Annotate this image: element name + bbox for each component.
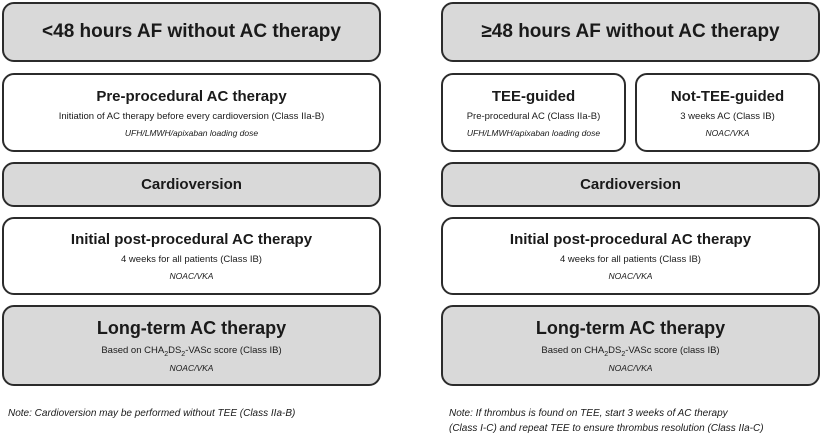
- left-note: Note: Cardioversion may be performed wit…: [8, 408, 296, 419]
- left-pre-drugs: UFH/LMWH/apixaban loading dose: [124, 127, 259, 138]
- left-longterm-subtitle: Based on CHA2DS2-VASc score (Class IB): [101, 344, 282, 358]
- left-longterm-box: Long-term AC therapy Based on CHA2DS2-VA…: [2, 305, 381, 386]
- right-longterm-box: Long-term AC therapy Based on CHA2DS2-VA…: [441, 305, 820, 386]
- right-notee-drugs: NOAC/VKA: [705, 127, 750, 138]
- left-cardioversion-label: Cardioversion: [141, 176, 242, 193]
- left-post-subtitle: 4 weeks for all patients (Class IB): [121, 254, 262, 265]
- right-not-tee-guided-box: Not-TEE-guided 3 weeks AC (Class IB) NOA…: [635, 73, 820, 152]
- right-header-box: ≥48 hours AF without AC therapy: [441, 2, 820, 62]
- right-longterm-drugs: NOAC/VKA: [608, 363, 653, 374]
- left-pre-procedural-box: Pre-procedural AC therapy Initiation of …: [2, 73, 381, 152]
- left-cardioversion-box: Cardioversion: [2, 162, 381, 207]
- right-tee-subtitle: Pre-procedural AC (Class IIa-B): [466, 110, 601, 122]
- right-header-title: ≥48 hours AF without AC therapy: [481, 21, 780, 42]
- right-post-drugs: NOAC/VKA: [608, 271, 653, 281]
- right-post-procedural-box: Initial post-procedural AC therapy 4 wee…: [441, 217, 820, 295]
- left-header-box: <48 hours AF without AC therapy: [2, 2, 381, 62]
- right-notee-subtitle: 3 weeks AC (Class IB): [680, 110, 775, 122]
- left-post-procedural-box: Initial post-procedural AC therapy 4 wee…: [2, 217, 381, 295]
- right-cardioversion-box: Cardioversion: [441, 162, 820, 207]
- left-pre-subtitle: Initiation of AC therapy before every ca…: [58, 110, 325, 122]
- right-longterm-title: Long-term AC therapy: [535, 317, 726, 338]
- right-longterm-subtitle: Based on CHA2DS2-VASc score (class IB): [541, 344, 720, 358]
- right-post-title: Initial post-procedural AC therapy: [509, 231, 752, 248]
- left-longterm-drugs: NOAC/VKA: [169, 363, 214, 374]
- right-cardioversion-label: Cardioversion: [580, 176, 681, 193]
- left-post-title: Initial post-procedural AC therapy: [70, 231, 313, 248]
- left-post-drugs: NOAC/VKA: [169, 271, 214, 281]
- right-post-subtitle: 4 weeks for all patients (Class IB): [560, 254, 701, 265]
- left-pre-title: Pre-procedural AC therapy: [96, 87, 287, 105]
- right-notee-title: Not-TEE-guided: [670, 87, 785, 105]
- right-tee-drugs: UFH/LMWH/apixaban loading dose: [466, 127, 601, 138]
- right-note-line1: Note: If thrombus is found on TEE, start…: [449, 408, 728, 419]
- right-note-line2: (Class I-C) and repeat TEE to ensure thr…: [449, 423, 764, 434]
- right-note: Note: If thrombus is found on TEE, start…: [449, 406, 764, 436]
- left-longterm-title: Long-term AC therapy: [96, 317, 287, 338]
- right-tee-guided-box: TEE-guided Pre-procedural AC (Class IIa-…: [441, 73, 626, 152]
- left-header-title: <48 hours AF without AC therapy: [42, 21, 341, 42]
- right-tee-title: TEE-guided: [491, 87, 576, 105]
